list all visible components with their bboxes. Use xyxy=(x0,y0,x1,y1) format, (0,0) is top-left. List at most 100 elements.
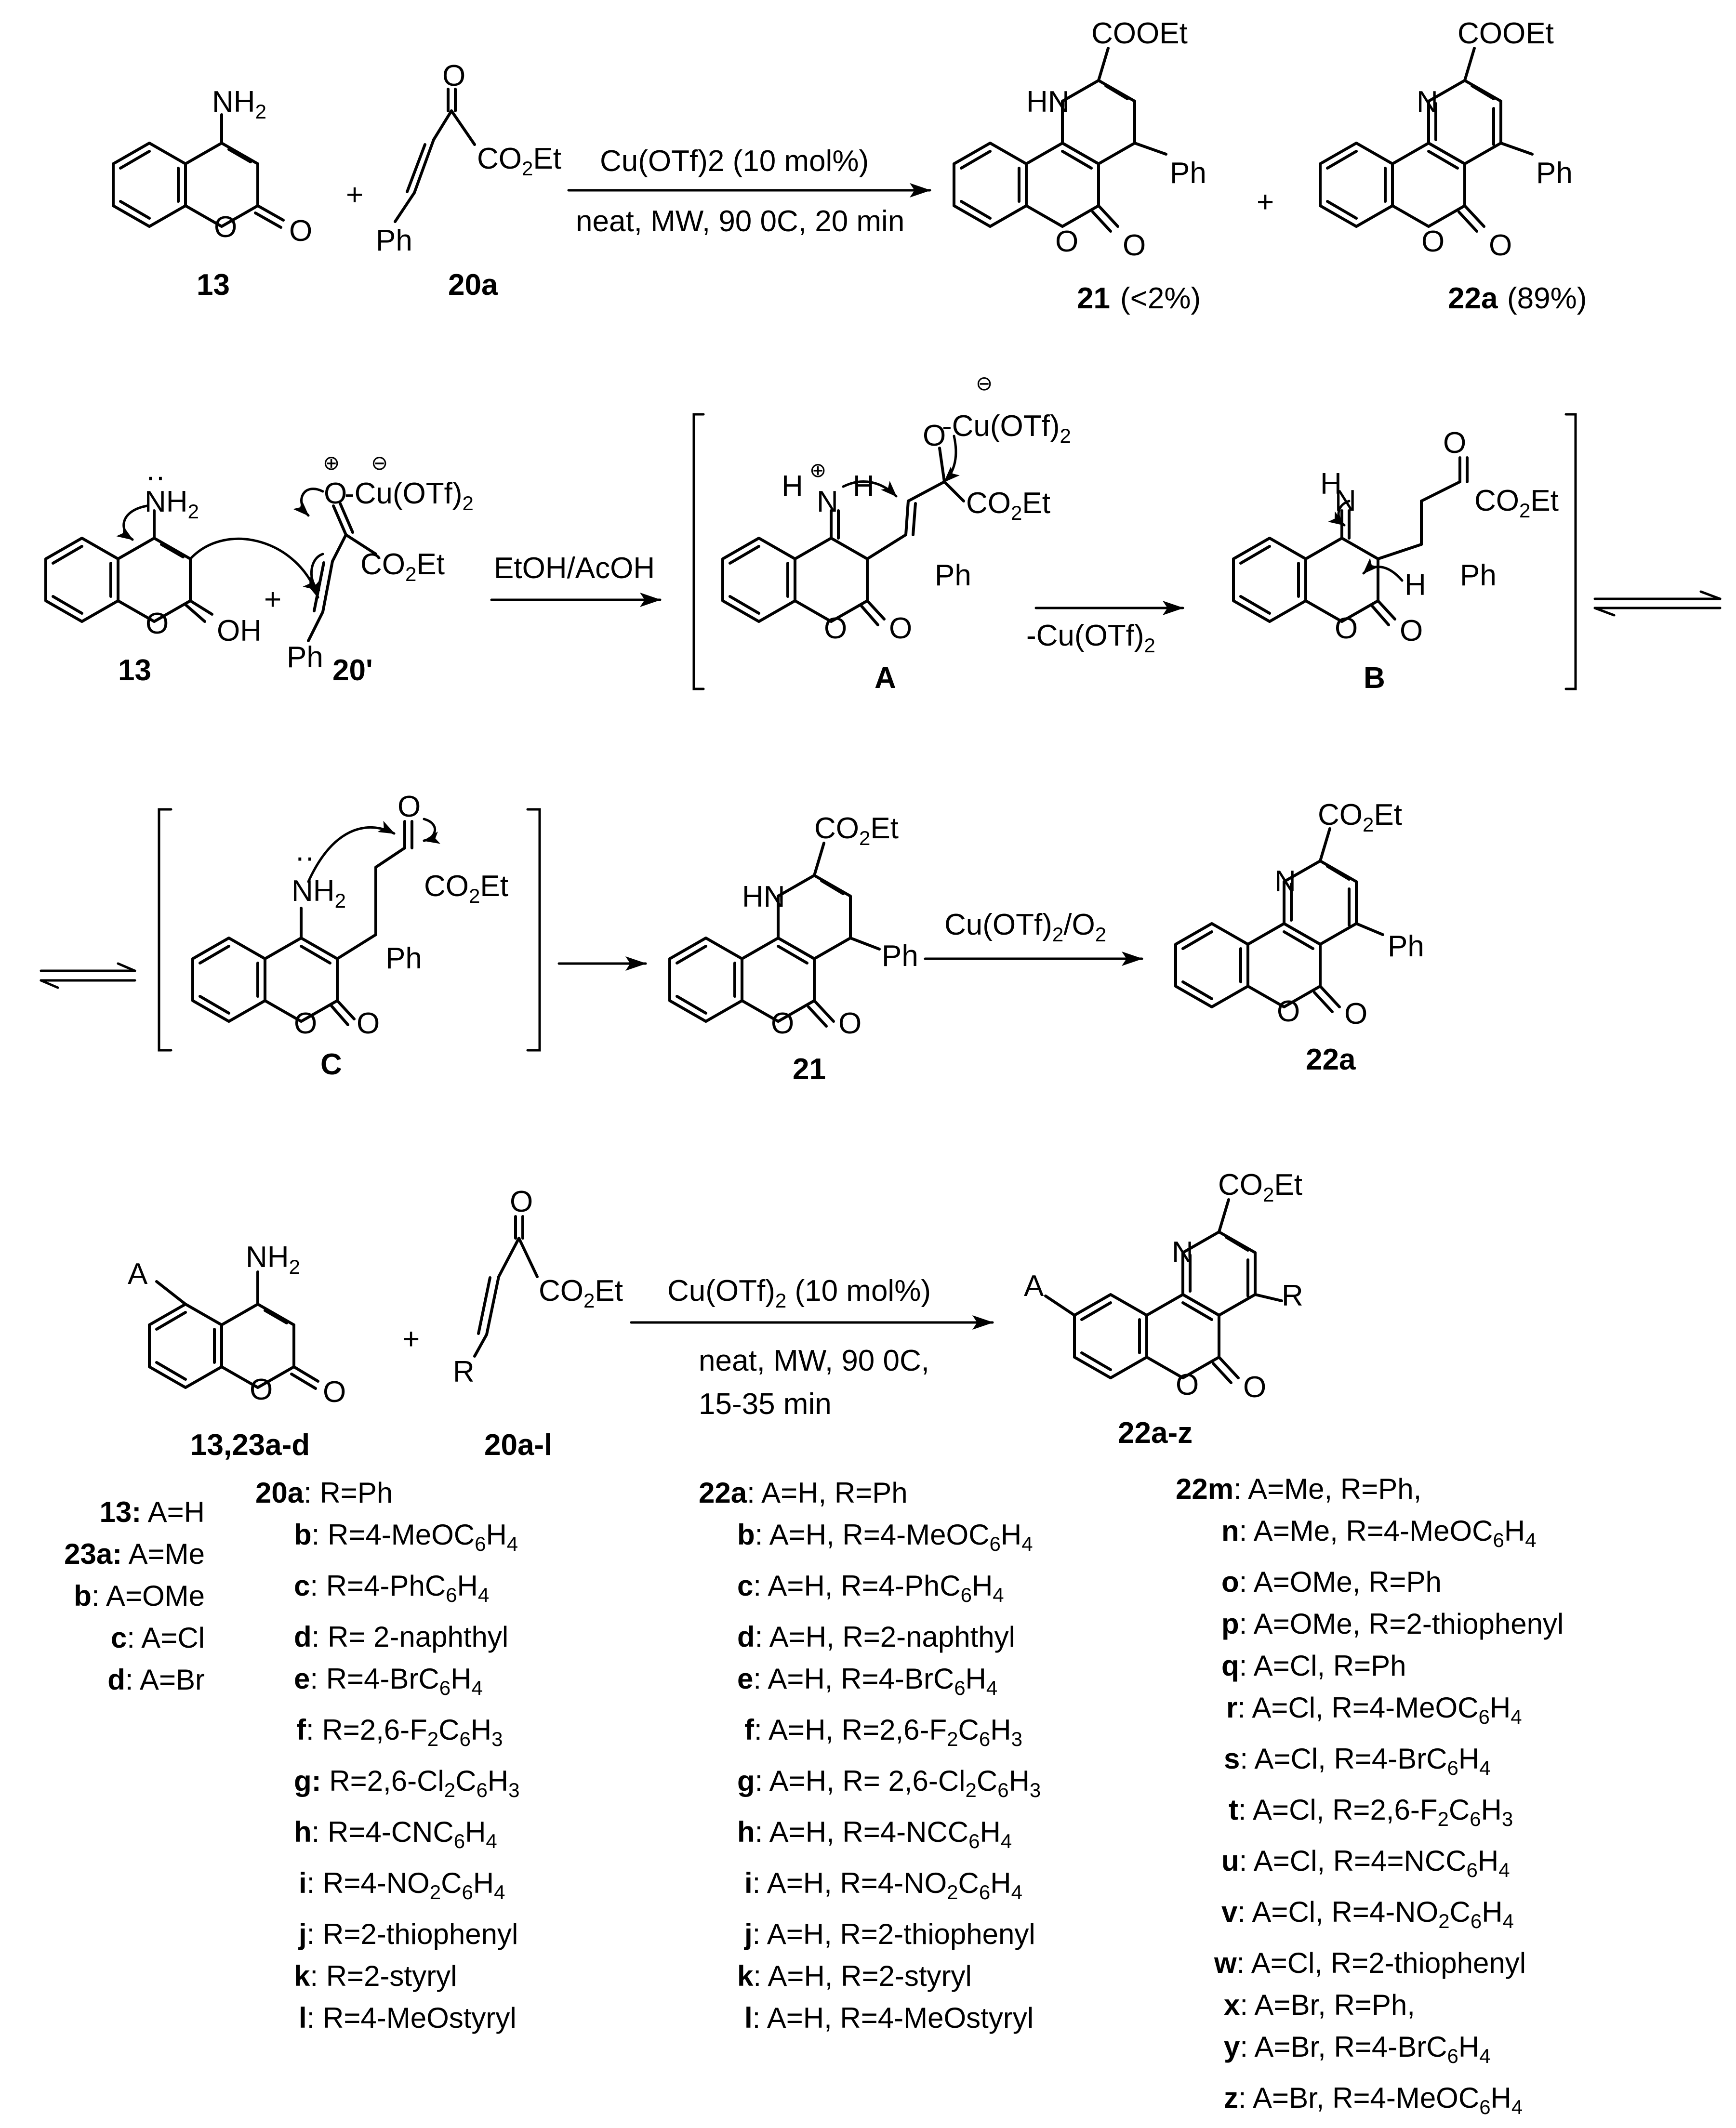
row1-reactant-20a xyxy=(394,88,476,223)
row2-label-B: B xyxy=(1364,661,1385,695)
list-item: 22a: A=H, R=Ph xyxy=(699,1477,908,1509)
row3-conditions: Cu(OTf)2/O2 xyxy=(944,908,1106,946)
row3-c-nh2: NH2 xyxy=(292,874,346,912)
row2-arrow-a1 xyxy=(842,480,898,498)
row3-p21-ring-o: O xyxy=(771,1007,794,1040)
list-item: f: A=H, R=2,6-F2C6H3 xyxy=(744,1714,1022,1750)
row2-arrow-b2 xyxy=(1362,558,1404,582)
row2-a-plus: ⊕ xyxy=(809,459,826,481)
list-item: l: R=4-MeOstyryl xyxy=(299,2002,517,2034)
row1-nh2: NH2 xyxy=(212,85,266,123)
row3-lone-pair: ·· xyxy=(295,841,315,874)
row3-c-co2et: CO2Et xyxy=(424,870,508,907)
row1-yield-22a: (89%) xyxy=(1507,282,1587,315)
row3-product-21 xyxy=(668,842,881,1028)
list-item: 23a: A=Me xyxy=(64,1538,205,1570)
row2-b-h2: H xyxy=(1405,568,1426,602)
list-item: d: A=H, R=2-naphthyl xyxy=(737,1621,1015,1653)
row1-label-20a: 20a xyxy=(448,268,498,302)
list-item: d: A=Br xyxy=(107,1664,205,1696)
row4-plus: + xyxy=(402,1322,420,1356)
row2-arrow-a2 xyxy=(943,435,960,483)
list-item: i: A=H, R=4-NO2C6H4 xyxy=(744,1867,1022,1903)
list-item: g: R=2,6-Cl2C6H3 xyxy=(294,1765,520,1801)
row1-p21-hn: HN xyxy=(1026,85,1070,119)
row2-minus-charge: ⊖ xyxy=(371,451,388,474)
row2-a-ph: Ph xyxy=(935,559,971,592)
reaction-scheme: NH2 O O 13 + O CO2Et Ph 20a Cu(OTf)2 (10… xyxy=(40,17,1722,1462)
row2-b-h: H xyxy=(1320,467,1342,501)
row4-p-ring-o: O xyxy=(1176,1368,1199,1401)
list-item: b: R=4-MeOC6H4 xyxy=(294,1519,518,1555)
row2-b-ring-o: O xyxy=(1335,612,1358,645)
list-item: 22m: A=Me, R=Ph, xyxy=(1176,1473,1422,1505)
row2-a-co2et: CO2Et xyxy=(966,487,1050,524)
row2-a-h2: H xyxy=(853,470,875,503)
list-item: t: A=Cl, R=2,6-F2C6H3 xyxy=(1229,1794,1513,1830)
row3-equilibrium xyxy=(40,962,136,989)
row2-reactant-13 xyxy=(44,509,213,623)
row3-intermediate-C xyxy=(191,820,413,1026)
row4-reactant2 xyxy=(473,1215,539,1358)
row2-arrow-alkene xyxy=(303,553,324,592)
row3-p21-carbonyl-o: O xyxy=(838,1007,861,1040)
row2-reactant-20prime xyxy=(307,502,377,642)
row2-conditions: EtOH/AcOH xyxy=(494,552,655,585)
row4-label-reactant2: 20a-l xyxy=(484,1428,552,1462)
row2-b-carbonyl-o: O xyxy=(1400,614,1423,648)
row1-p22a-cooet: COOEt xyxy=(1458,17,1554,50)
list-item: g: A=H, R= 2,6-Cl2C6H3 xyxy=(737,1765,1041,1801)
row3-c-o: O xyxy=(398,790,421,823)
row1-product-21 xyxy=(953,47,1167,233)
list-item: v: A=Cl, R=4-NO2C6H4 xyxy=(1221,1896,1514,1932)
row4-conditions-top: Cu(OTf)2 (10 mol%) xyxy=(667,1274,931,1312)
row2-intermediate-B xyxy=(1232,456,1469,626)
list-item: e: A=H, R=4-BrC6H4 xyxy=(737,1663,998,1699)
row1-plus-2: + xyxy=(1257,185,1274,219)
row1-p22a-ph: Ph xyxy=(1536,157,1573,190)
list-item: 20a: R=Ph xyxy=(255,1477,393,1509)
row3-arrow-c2 xyxy=(423,818,440,844)
row4-p-n: N xyxy=(1172,1236,1193,1269)
row2-bracket-right xyxy=(1564,413,1577,690)
row2-b-o: O xyxy=(1443,426,1466,460)
row1-label-22a: 22a xyxy=(1448,282,1498,315)
row3-p22a-n: N xyxy=(1274,865,1296,898)
row2-r2-o: O xyxy=(324,477,347,510)
row2-label-20prime: 20' xyxy=(332,654,373,687)
list-item: s: A=Cl, R=4-BrC6H4 xyxy=(1224,1743,1491,1779)
row3-label-21: 21 xyxy=(793,1053,826,1086)
substituents-col3: 22a: A=H, R=Ph b: A=H, R=4-MeOC6H4 c: A=… xyxy=(699,1472,1041,2039)
row2-a-cu: -Cu(OTf)2 xyxy=(942,410,1071,447)
row2-label-13: 13 xyxy=(118,654,151,687)
row3-p21-hn: HN xyxy=(742,880,785,913)
row3-arrow-c1 xyxy=(307,820,396,883)
row2-r2-ph: Ph xyxy=(287,641,323,674)
row1-product-22a xyxy=(1319,47,1534,233)
row1-r2-ph: Ph xyxy=(376,224,412,257)
list-item: c: A=Cl xyxy=(110,1622,205,1654)
list-item: l: A=H, R=4-MeOstyryl xyxy=(744,2002,1034,2034)
row3-c-ph: Ph xyxy=(385,942,422,975)
row4-reactant xyxy=(148,1270,319,1390)
row4-p-r: R xyxy=(1282,1279,1303,1312)
list-item: n: A=Me, R=4-MeOC6H4 xyxy=(1221,1515,1537,1551)
row1-p22a-ring-o: O xyxy=(1421,225,1444,258)
row1-r1-carbonyl-o: O xyxy=(289,214,312,248)
substituents-col1: 13: A=H 23a: A=Me b: A=OMe c: A=Cl d: A=… xyxy=(41,1491,205,1701)
list-item: h: R=4-CNC6H4 xyxy=(294,1816,497,1852)
row4-r2-r: R xyxy=(453,1355,475,1388)
row1-p21-carbonyl-o: O xyxy=(1123,229,1146,262)
row4-label-product: 22a-z xyxy=(1118,1416,1193,1450)
row2-equilibrium xyxy=(1593,590,1722,617)
row1-reactant-13 xyxy=(112,113,285,229)
row2-r1-oh: OH xyxy=(217,614,262,648)
row1-p21-ring-o: O xyxy=(1055,225,1078,258)
row3-label-C: C xyxy=(320,1048,342,1081)
row2-a-carbonyl-o: O xyxy=(889,612,912,645)
row1-plus: + xyxy=(346,178,363,211)
row1-p22a-carbonyl-o: O xyxy=(1489,229,1512,262)
row4-conditions-bottom: 15-35 min xyxy=(699,1388,832,1421)
row2-a-h1: H xyxy=(782,470,803,503)
row4-conditions-mid: neat, MW, 90 0C, xyxy=(699,1344,929,1377)
